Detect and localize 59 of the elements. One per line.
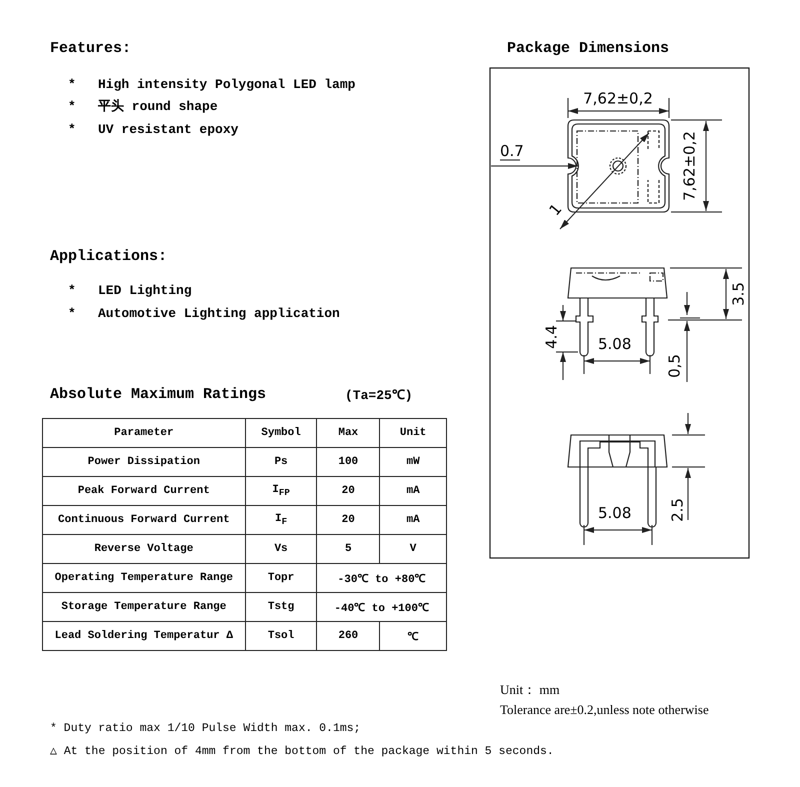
table-cell: Tstg: [245, 592, 317, 622]
table-cell: mW: [380, 448, 446, 476]
parameter-cell: Operating Temperature Range: [42, 564, 246, 592]
table-cell: mA: [380, 506, 446, 534]
feature-text: UV resistant epoxy: [98, 123, 238, 138]
table-cell: Tsol: [245, 622, 317, 650]
table-cell: 100: [316, 448, 380, 476]
table-cell: Unit: [380, 418, 446, 448]
section-heading: Applications:: [50, 248, 168, 266]
parameter-cell: Lead Soldering Temperatur Δ: [42, 622, 246, 650]
table-cell: I$_{FP}$: [245, 476, 317, 506]
bullet-marker: *: [68, 284, 76, 299]
parameter-cell: Reverse Voltage: [42, 534, 246, 564]
dimension-label: 2.5: [669, 498, 687, 522]
footnote: * Duty ratio max 1/10 Pulse Width max. 0.1ms;: [50, 722, 361, 736]
dimension-label: 5.08: [598, 505, 632, 522]
unit-note: Unit： mm: [500, 683, 560, 698]
table-cell: 260: [316, 622, 380, 650]
table-cell: 20: [316, 506, 380, 534]
application-text: Automotive Lighting application: [98, 307, 340, 322]
table-cell: -40℃ to +100℃: [316, 592, 446, 622]
dimension-label: 5.08: [598, 336, 632, 354]
footnote: △ At the position of 4mm from the bottom of the package within 5 seconds.: [50, 745, 554, 758]
bullet-marker: *: [68, 123, 76, 138]
tolerance-note: Tolerance are±0.2,unless note otherwise: [500, 703, 709, 718]
bullet-marker: *: [68, 307, 76, 322]
dimension-label: 7,62±0,2: [681, 131, 699, 201]
section-heading: Package Dimensions: [507, 40, 670, 58]
dimension-label: 1: [546, 200, 566, 220]
parameter-cell: Parameter: [42, 418, 246, 448]
table-cell: mA: [380, 476, 446, 506]
feature-text: 平头 round shape: [98, 100, 218, 115]
dimension-label: 0.7: [500, 143, 524, 160]
feature-text: High intensity Polygonal LED lamp: [98, 78, 356, 93]
table-cell: V: [380, 534, 446, 564]
table-cell: ℃: [380, 622, 446, 650]
dimension-label: 3.5: [730, 282, 748, 306]
table-cell: Vs: [245, 534, 317, 564]
table-cell: Ps: [245, 448, 317, 476]
section-heading: Absolute Maximum Ratings: [50, 386, 266, 404]
dimension-label: 0,5: [666, 354, 684, 378]
table-cell: Max: [316, 418, 380, 448]
table-cell: -30℃ to +80℃: [316, 564, 446, 592]
bullet-marker: *: [68, 100, 76, 115]
application-text: LED Lighting: [98, 284, 192, 299]
parameter-cell: Storage Temperature Range: [42, 592, 246, 622]
table-cell: 5: [316, 534, 380, 564]
table-cell: Symbol: [245, 418, 317, 448]
table-cell: 20: [316, 476, 380, 506]
parameter-cell: Peak Forward Current: [42, 476, 246, 506]
section-heading: Features:: [50, 40, 132, 58]
dimension-label: 7,62±0,2: [583, 90, 653, 108]
parameter-cell: Continuous Forward Current: [42, 506, 246, 534]
table-cell: I$_{F}$: [245, 506, 317, 534]
condition-note: (Ta=25℃): [345, 389, 413, 404]
table-cell: Topr: [245, 564, 317, 592]
dimension-label: 4.4: [543, 325, 561, 349]
bullet-marker: *: [68, 78, 76, 93]
parameter-cell: Power Dissipation: [42, 448, 246, 476]
